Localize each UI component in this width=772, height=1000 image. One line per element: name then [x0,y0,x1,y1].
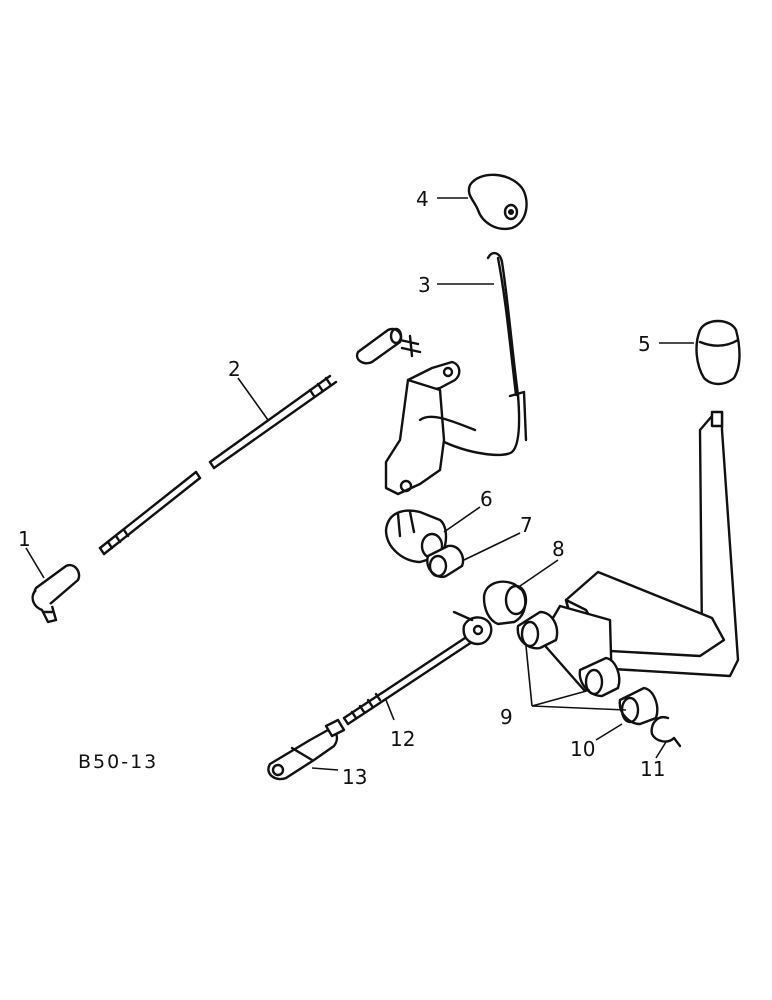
callout-labels: 1 2 3 4 5 6 7 8 9 10 11 12 13 [18,187,665,789]
callout-8: 8 [552,537,565,561]
callout-10: 10 [570,737,595,761]
knob-part-4 [467,173,528,231]
callout-6: 6 [480,487,493,511]
callout-2: 2 [228,357,241,381]
callout-13: 13 [342,765,367,789]
fitting-part-1 [31,563,81,624]
drawing-reference: B50-13 [78,751,158,773]
link-rod-part-12 [342,610,493,726]
leader-lines [25,197,694,771]
bushing-part-8 [482,580,528,626]
lever-part-3 [384,251,528,496]
bushing-group-part-9 [516,610,659,726]
bushing-part-7 [426,544,465,579]
callout-11: 11 [640,757,665,781]
pedal-lever [538,410,740,692]
callout-7: 7 [520,513,533,537]
callout-12: 12 [390,727,415,751]
clip-part-11 [650,716,682,748]
rod-part-2 [98,374,338,556]
pin-and-bolt [355,327,422,365]
callout-9: 9 [500,705,513,729]
callout-5: 5 [638,332,651,356]
knob-part-5 [695,319,741,386]
callout-4: 4 [416,187,429,211]
clevis-part-13 [267,718,346,781]
callout-3: 3 [418,273,431,297]
callout-1: 1 [18,527,31,551]
